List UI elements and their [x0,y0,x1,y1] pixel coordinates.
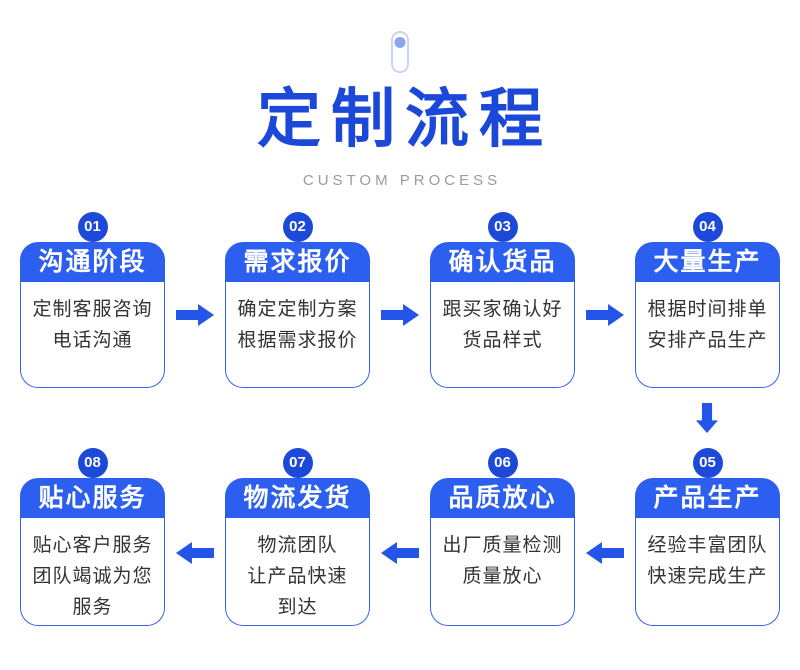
step-card-02: 02 需求报价 确定定制方案 根据需求报价 [225,212,370,388]
step-title: 贴心服务 [20,478,165,518]
step-description: 经验丰富团队 快速完成生产 [635,518,780,626]
step-card-01: 01 沟通阶段 定制客服咨询 电话沟通 [20,212,165,388]
step-title: 大量生产 [635,242,780,282]
page-title: 定制流程 [257,83,553,155]
arrow-down-icon [696,403,718,433]
step-title: 沟通阶段 [20,242,165,282]
step-card-body: 品质放心 出厂质量检测 质量放心 [430,478,575,626]
step-card-03: 03 确认货品 跟买家确认好 货品样式 [430,212,575,388]
arrow-left-icon [176,542,214,564]
step-card-05: 05 产品生产 经验丰富团队 快速完成生产 [635,448,780,626]
step-description: 出厂质量检测 质量放心 [430,518,575,626]
step-card-06: 06 品质放心 出厂质量检测 质量放心 [430,448,575,626]
step-title: 产品生产 [635,478,780,518]
step-number-badge: 07 [282,448,313,478]
step-description: 物流团队 让产品快速 到达 [225,518,370,626]
step-title: 品质放心 [430,478,575,518]
step-card-body: 需求报价 确定定制方案 根据需求报价 [225,242,370,388]
step-description: 确定定制方案 根据需求报价 [225,282,370,388]
step-description: 贴心客户服务 团队竭诚为您 服务 [20,518,165,626]
step-card-07: 07 物流发货 物流团队 让产品快速 到达 [225,448,370,626]
step-card-body: 确认货品 跟买家确认好 货品样式 [430,242,575,388]
step-card-body: 贴心服务 贴心客户服务 团队竭诚为您 服务 [20,478,165,626]
step-number-badge: 06 [487,448,518,478]
step-number-badge: 08 [77,448,108,478]
scroll-dot-icon [394,37,406,48]
step-card-04: 04 大量生产 根据时间排单 安排产品生产 [635,212,780,388]
step-number-badge: 02 [282,212,313,242]
step-description: 根据时间排单 安排产品生产 [635,282,780,388]
step-title: 确认货品 [430,242,575,282]
step-card-body: 沟通阶段 定制客服咨询 电话沟通 [20,242,165,388]
step-number-badge: 05 [692,448,723,478]
step-description: 跟买家确认好 货品样式 [430,282,575,388]
mouse-scroll-icon [391,31,409,73]
step-card-08: 08 贴心服务 贴心客户服务 团队竭诚为您 服务 [20,448,165,626]
step-number-badge: 03 [487,212,518,242]
step-number-badge: 04 [692,212,723,242]
arrow-right-icon [176,304,214,326]
step-title: 物流发货 [225,478,370,518]
arrow-right-icon [381,304,419,326]
arrow-right-icon [586,304,624,326]
page-subtitle: CUSTOM PROCESS [302,172,502,189]
step-card-body: 大量生产 根据时间排单 安排产品生产 [635,242,780,388]
step-number-badge: 01 [77,212,108,242]
step-title: 需求报价 [225,242,370,282]
step-card-body: 物流发货 物流团队 让产品快速 到达 [225,478,370,626]
arrow-left-icon [586,542,624,564]
step-card-body: 产品生产 经验丰富团队 快速完成生产 [635,478,780,626]
step-description: 定制客服咨询 电话沟通 [20,282,165,388]
arrow-left-icon [381,542,419,564]
